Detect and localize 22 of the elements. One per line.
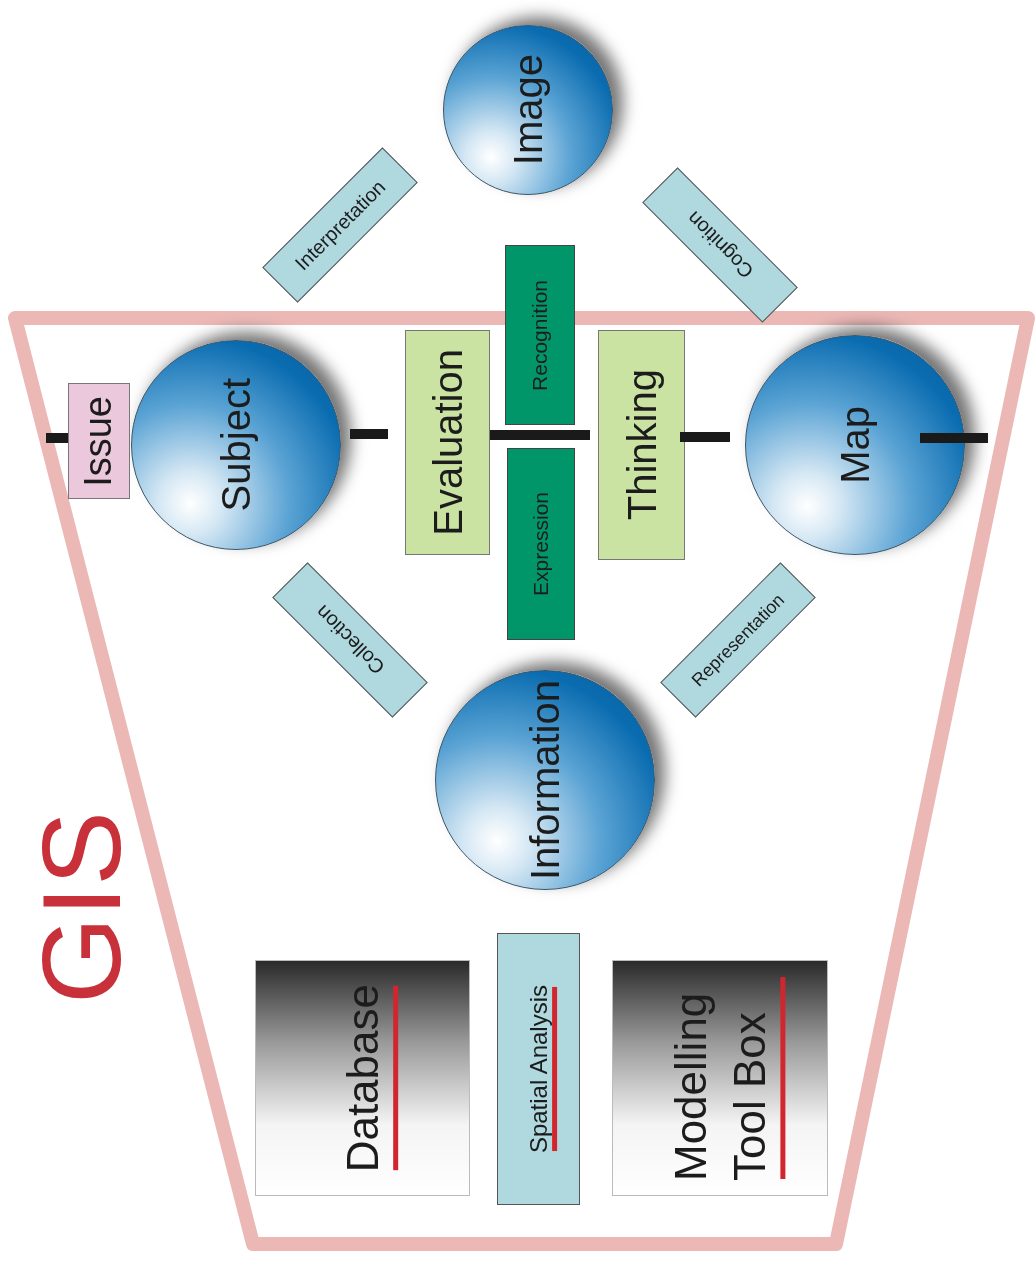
node-label: Map bbox=[834, 406, 876, 484]
node-label: Issue bbox=[79, 395, 119, 487]
tag-box bbox=[68, 383, 130, 499]
module-box bbox=[255, 960, 470, 1196]
node-label: Thinking bbox=[620, 369, 663, 521]
process-box bbox=[497, 933, 580, 1205]
node-label: Expression bbox=[529, 492, 552, 596]
process-box bbox=[598, 330, 685, 560]
node-label: Evaluation bbox=[426, 349, 469, 536]
process-box bbox=[507, 448, 575, 640]
frame-title: GIS bbox=[26, 811, 138, 1004]
sphere-node bbox=[131, 340, 341, 550]
module-box bbox=[612, 960, 828, 1196]
node-label: Image bbox=[507, 54, 549, 166]
process-box bbox=[405, 330, 490, 555]
node-label: Database bbox=[336, 983, 388, 1173]
node-label: Spatial Analysis bbox=[525, 984, 552, 1154]
node-label: Information bbox=[524, 679, 566, 881]
node-label: Modelling Tool Box bbox=[664, 991, 775, 1181]
node-label: Subject bbox=[215, 378, 257, 512]
process-box bbox=[505, 245, 575, 425]
node-label: Recognition bbox=[528, 279, 551, 391]
